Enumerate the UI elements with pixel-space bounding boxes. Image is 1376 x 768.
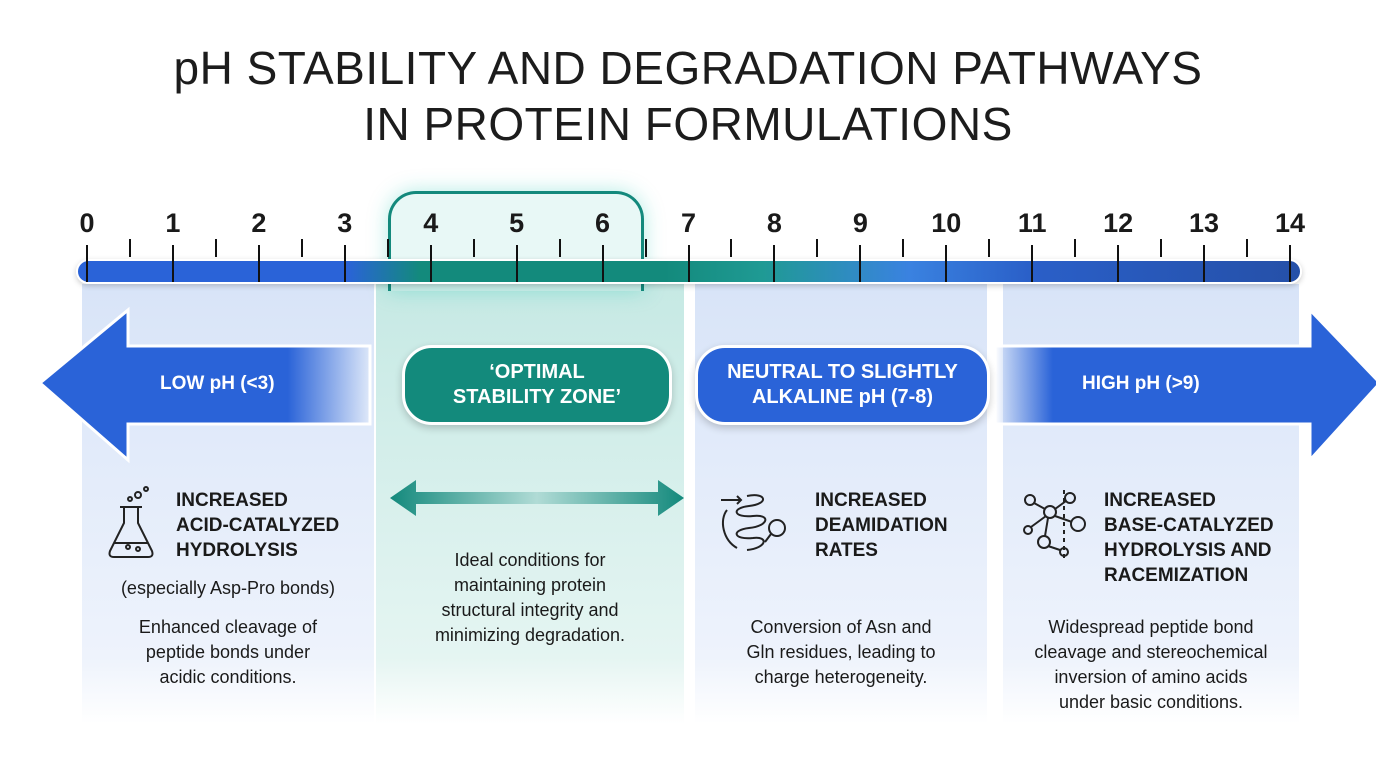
major-tick [515, 245, 518, 282]
tick-label: 12 [1103, 208, 1134, 238]
desc-line: minimizing degradation. [434, 625, 626, 645]
tick-label: 0 [79, 208, 95, 238]
neutral-heading-line: RATES [815, 540, 878, 561]
low-heading-line: INCREASED [176, 490, 288, 511]
minor-tick [644, 239, 647, 257]
minor-tick [558, 239, 561, 257]
major-tick [687, 245, 690, 282]
optimal-label-line-1: ‘OPTIMAL [489, 361, 585, 383]
minor-tick [300, 239, 303, 257]
tick-label: 13 [1189, 208, 1220, 238]
major-tick [1117, 245, 1120, 282]
minor-tick [128, 239, 131, 257]
high-heading-line: BASE-CATALYZED [1104, 515, 1274, 536]
neutral-label-line-1: NEUTRAL TO SLIGHTLY [727, 361, 958, 383]
neutral-zone-label: NEUTRAL TO SLIGHTLY ALKALINE pH (7-8) [695, 345, 990, 425]
low-heading-line: HYDROLYSIS [176, 540, 298, 561]
tick-label: 6 [595, 208, 611, 238]
low-ph-label: LOW pH (<3) [160, 373, 275, 394]
high-heading: INCREASED BASE-CATALYZED HYDROLYSIS AND … [1104, 488, 1274, 588]
desc-line: Gln residues, leading to [746, 642, 936, 662]
major-tick [86, 245, 88, 282]
major-tick [1031, 245, 1034, 282]
desc-line: structural integrity and [441, 600, 619, 620]
tick-label: 7 [680, 208, 697, 238]
tick-label: 10 [931, 208, 962, 238]
desc-line: acidic conditions. [159, 667, 297, 687]
neutral-heading-line: INCREASED [815, 490, 927, 511]
low-heading-line: ACID-CATALYZED [176, 515, 340, 536]
minor-tick [1074, 239, 1077, 257]
major-tick [257, 245, 260, 282]
desc-line: under basic conditions. [1058, 692, 1244, 712]
optimal-zone-label: ‘OPTIMAL STABILITY ZONE’ [402, 345, 672, 425]
minor-tick [214, 239, 217, 257]
minor-tick [1160, 239, 1163, 257]
minor-tick [730, 239, 733, 257]
desc-line: cleavage and stereochemical [1034, 642, 1268, 662]
high-heading-line: HYDROLYSIS AND [1104, 540, 1272, 561]
tick-label: 11 [1017, 208, 1047, 238]
tick-label: 8 [766, 208, 782, 238]
minor-tick [902, 239, 905, 257]
minor-tick [472, 239, 475, 257]
desc-line: Enhanced cleavage of [138, 617, 318, 637]
page-title: pH STABILITY AND DEGRADATION PATHWAYS IN… [0, 40, 1376, 152]
high-description: Widespread peptide bond cleavage and ste… [1003, 615, 1299, 715]
desc-line: Widespread peptide bond [1048, 617, 1254, 637]
minor-tick [1246, 239, 1249, 257]
molecule-icon [1023, 490, 1086, 558]
desc-line: inversion of amino acids [1054, 667, 1248, 687]
title-line-1: pH STABILITY AND DEGRADATION PATHWAYS [173, 42, 1203, 94]
desc-line: Conversion of Asn and [750, 617, 932, 637]
minor-tick [816, 239, 819, 257]
desc-line: Ideal conditions for [454, 550, 606, 570]
major-tick [1289, 245, 1291, 282]
low-ph-arrow [37, 306, 372, 464]
neutral-label-line-2: ALKALINE pH (7-8) [751, 386, 934, 408]
tick-label: 3 [337, 208, 353, 238]
desc-line: peptide bonds under [145, 642, 311, 662]
neutral-heading: INCREASED DEAMIDATION RATES [815, 488, 948, 563]
low-note: (especially Asp-Pro bonds) [120, 578, 336, 598]
high-heading-line: RACEMIZATION [1104, 565, 1249, 586]
low-description: Enhanced cleavage of peptide bonds under… [82, 615, 374, 690]
protein-coil-icon [721, 494, 786, 551]
neutral-heading-line: DEAMIDATION [815, 515, 948, 536]
tick-label: 4 [423, 208, 439, 238]
tick-label: 14 [1274, 208, 1306, 238]
title-line-2: IN PROTEIN FORMULATIONS [363, 98, 1013, 150]
neutral-description: Conversion of Asn and Gln residues, lead… [695, 615, 987, 690]
major-tick [429, 245, 432, 282]
desc-line: charge heterogeneity. [754, 667, 928, 687]
high-ph-label: HIGH pH (>9) [1082, 373, 1200, 394]
high-ph-arrow [993, 306, 1376, 464]
major-tick [343, 245, 346, 282]
major-tick [859, 245, 862, 282]
tick-label: 1 [165, 208, 181, 238]
tick-label: 5 [509, 208, 525, 238]
tick-label: 2 [251, 208, 267, 238]
optimal-description: Ideal conditions for maintaining protein… [376, 548, 684, 648]
high-heading-line: INCREASED [1104, 490, 1216, 511]
major-tick [773, 245, 776, 282]
tick-label: 9 [852, 208, 868, 238]
minor-tick [386, 239, 389, 257]
low-heading: INCREASED ACID-CATALYZED HYDROLYSIS [176, 488, 339, 563]
flask-icon [108, 486, 154, 558]
major-tick [1203, 245, 1206, 282]
optimal-label-line-2: STABILITY ZONE’ [452, 386, 622, 408]
desc-line: maintaining protein [453, 575, 607, 595]
major-tick [601, 245, 604, 282]
major-tick [171, 245, 174, 282]
double-arrow-icon [390, 480, 684, 516]
major-tick [945, 245, 948, 282]
minor-tick [988, 239, 991, 257]
